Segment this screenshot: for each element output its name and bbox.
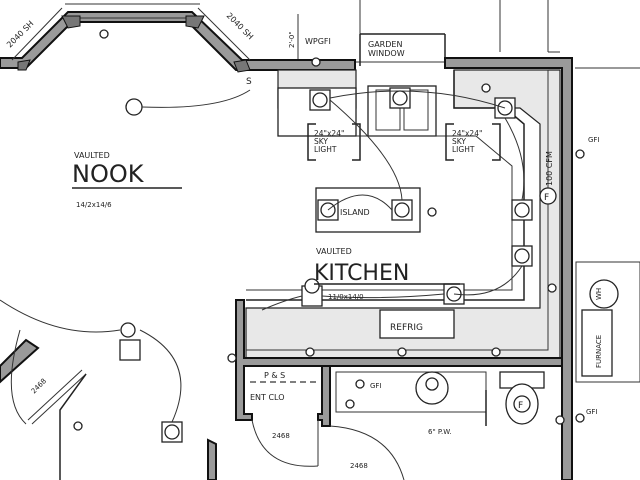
exterior-wall-right bbox=[444, 57, 573, 480]
gfi-label-kitchen: GFI bbox=[588, 136, 600, 144]
doors bbox=[10, 329, 405, 480]
skylight-left-label-3: LIGHT bbox=[314, 145, 337, 154]
ps-label: P & S bbox=[264, 371, 285, 380]
window-label-left: 2040 SH bbox=[5, 19, 35, 49]
toilet-fan-symbol: F bbox=[518, 401, 523, 411]
fan-symbol: F bbox=[544, 193, 549, 203]
refrig-label: REFRIG bbox=[390, 323, 423, 333]
gfi-label-exterior: GFI bbox=[586, 408, 598, 416]
nook-name: NOOK bbox=[72, 160, 145, 188]
skylight-left-label-2: SKY bbox=[314, 137, 328, 146]
wiring bbox=[0, 89, 525, 423]
gfi-label-bath: GFI bbox=[370, 382, 382, 390]
nook-size: 14/2x14/6 bbox=[76, 201, 112, 209]
furnace-label: FURNACE bbox=[595, 335, 603, 368]
switch-label: S bbox=[246, 77, 252, 87]
refrigerator bbox=[379, 309, 455, 339]
dimension-label: 2'-0" bbox=[288, 31, 296, 48]
garden-window-label-1: GARDEN bbox=[368, 40, 402, 49]
door-size-2: 2468 bbox=[272, 432, 290, 440]
skylight-right-label-1: 24"x24" bbox=[452, 129, 482, 138]
window-label-right: 2040 SH bbox=[225, 11, 255, 41]
nook-qualifier: VAULTED bbox=[74, 151, 110, 160]
kitchen-size: 11/0x14/0 bbox=[328, 293, 364, 301]
ent-clo-label: ENT CLO bbox=[250, 393, 285, 402]
pw-label: 6" P.W. bbox=[428, 428, 452, 436]
bay-window bbox=[0, 7, 356, 73]
kitchen-qualifier: VAULTED bbox=[316, 247, 352, 256]
island-label: ISLAND bbox=[340, 208, 370, 217]
fan-label: 100 CFM bbox=[545, 151, 554, 186]
skylight-right bbox=[445, 123, 501, 161]
garden-window-label-2: WINDOW bbox=[368, 49, 405, 58]
wp-gfi-label: WPGFI bbox=[305, 37, 331, 46]
exhaust-fan-icon bbox=[539, 187, 557, 205]
water-heater-label: WH bbox=[595, 288, 603, 300]
door-size-3: 2468 bbox=[350, 462, 368, 470]
kitchen-name: KITCHEN bbox=[314, 261, 409, 286]
door-size-1: 2468 bbox=[30, 377, 48, 395]
skylight-right-label-3: LIGHT bbox=[452, 145, 475, 154]
vanity bbox=[335, 371, 487, 413]
interior-walls bbox=[0, 299, 563, 480]
utility-area bbox=[575, 261, 640, 383]
outlets bbox=[73, 29, 585, 431]
skylight-right-label-2: SKY bbox=[452, 137, 466, 146]
skylight-left-label-1: 24"x24" bbox=[314, 129, 344, 138]
